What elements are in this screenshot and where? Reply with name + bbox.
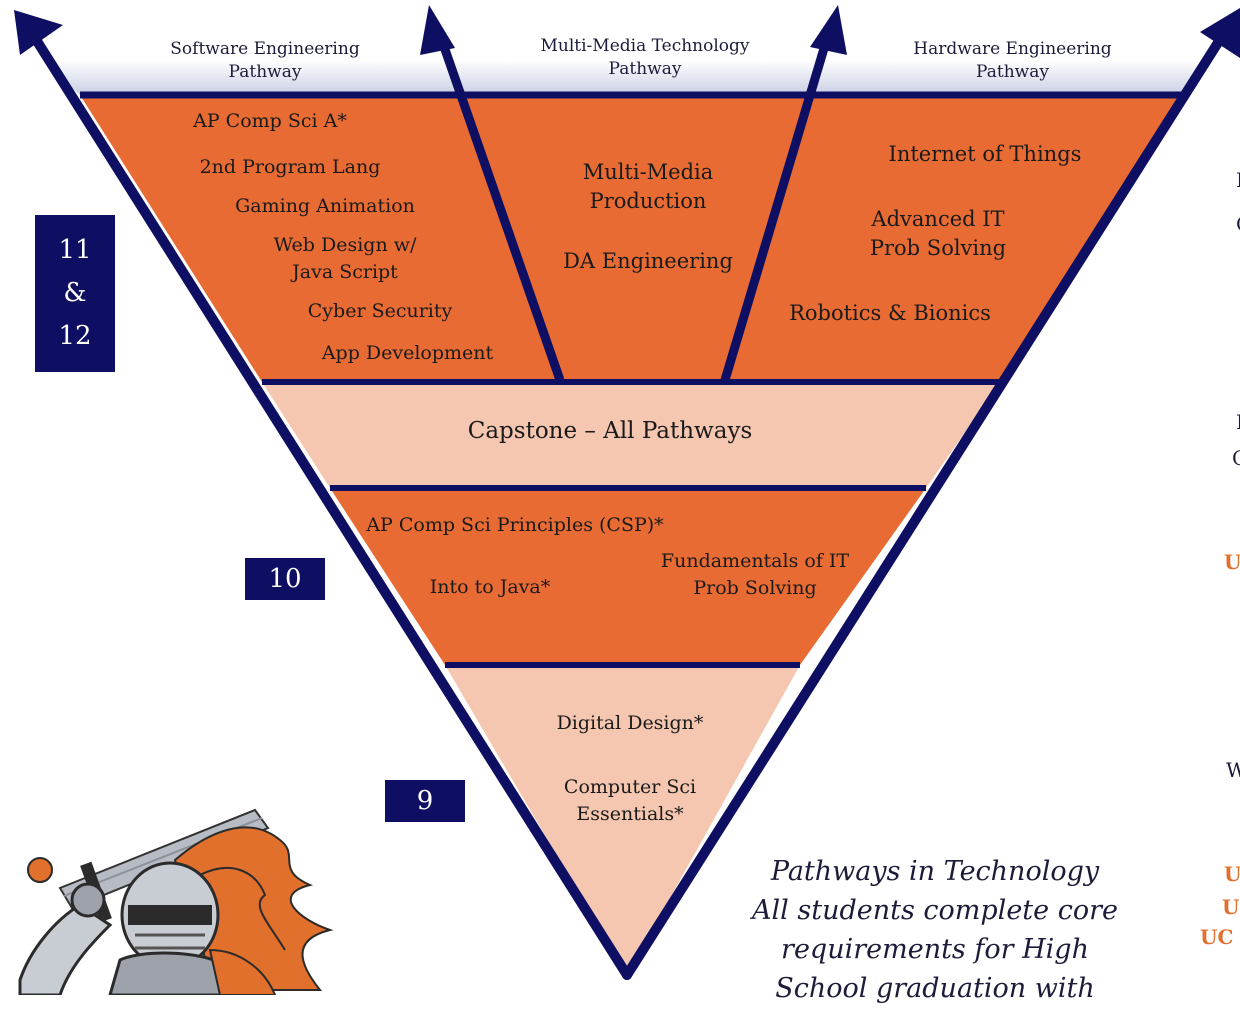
right-fragment-9: UC [1200, 925, 1234, 949]
left-arrowhead-icon [14, 10, 63, 55]
right-fragment-3: I [1236, 410, 1240, 434]
funnel-left-arrow-shaft [30, 33, 632, 980]
band-grade-9 [445, 665, 800, 975]
grade-box-9: 9 [385, 780, 465, 822]
course-multimedia-production: Multi-Media Production [582, 160, 714, 214]
band-grades-11-12 [80, 95, 1185, 382]
course-robotics-bionics: Robotics & Bionics [789, 301, 991, 325]
grade-box-11-12: 11 & 12 [35, 215, 115, 372]
right-fragment-7: U [1224, 862, 1240, 886]
funnel-right-arrow-shaft [622, 25, 1231, 980]
right-fragment-2: C [1236, 212, 1240, 236]
right-arrowhead-icon [1200, 8, 1240, 58]
software-pathway-header: Software Engineering Pathway [170, 39, 360, 82]
hardware-pathway-header: Hardware Engineering Pathway [913, 39, 1112, 82]
hardware-pathway-arrow-shaft [720, 33, 833, 382]
course-ap-csp: AP Comp Sci Principles (CSP)* [366, 514, 664, 536]
course-gaming-animation: Gaming Animation [235, 195, 415, 217]
right-fragment-1: I [1236, 168, 1240, 192]
course-internet-of-things: Internet of Things [888, 142, 1082, 166]
course-cyber-security: Cyber Security [307, 300, 453, 322]
header-band [40, 60, 1210, 95]
right-fragment-8: U [1222, 895, 1240, 919]
course-cs-essentials: Computer Sci Essentials* [563, 776, 697, 825]
course-ap-comp-sci-a: AP Comp Sci A* [193, 110, 347, 132]
course-advanced-it: Advanced IT Prob Solving [869, 207, 1007, 261]
right-fragment-5: U [1224, 550, 1240, 574]
course-digital-design: Digital Design* [556, 712, 704, 734]
knight-mascot-icon [18, 808, 334, 995]
course-fundamentals-it: Fundamentals of IT Prob Solving [660, 550, 850, 599]
band-capstone [262, 382, 1000, 488]
software-arrowhead-icon [420, 5, 455, 55]
course-intro-java: Into to Java* [429, 576, 551, 598]
course-da-engineering: DA Engineering [563, 249, 733, 273]
band-grade-10 [330, 488, 926, 665]
hardware-arrowhead-icon [810, 5, 847, 55]
pathways-caption: Pathways in Technology All students comp… [752, 856, 1118, 1005]
capstone-label: Capstone – All Pathways [467, 418, 753, 444]
course-web-design: Web Design w/ Java Script [273, 234, 417, 283]
right-fragment-4: C [1232, 446, 1240, 470]
multimedia-pathway-header: Multi-Media Technology Pathway [540, 36, 750, 79]
grade-box-10: 10 [245, 558, 325, 600]
course-app-development: App Development [321, 342, 494, 364]
right-fragment-6: W [1226, 758, 1240, 782]
software-pathway-arrow-shaft [435, 33, 565, 382]
course-second-program-lang: 2nd Program Lang [199, 156, 381, 178]
